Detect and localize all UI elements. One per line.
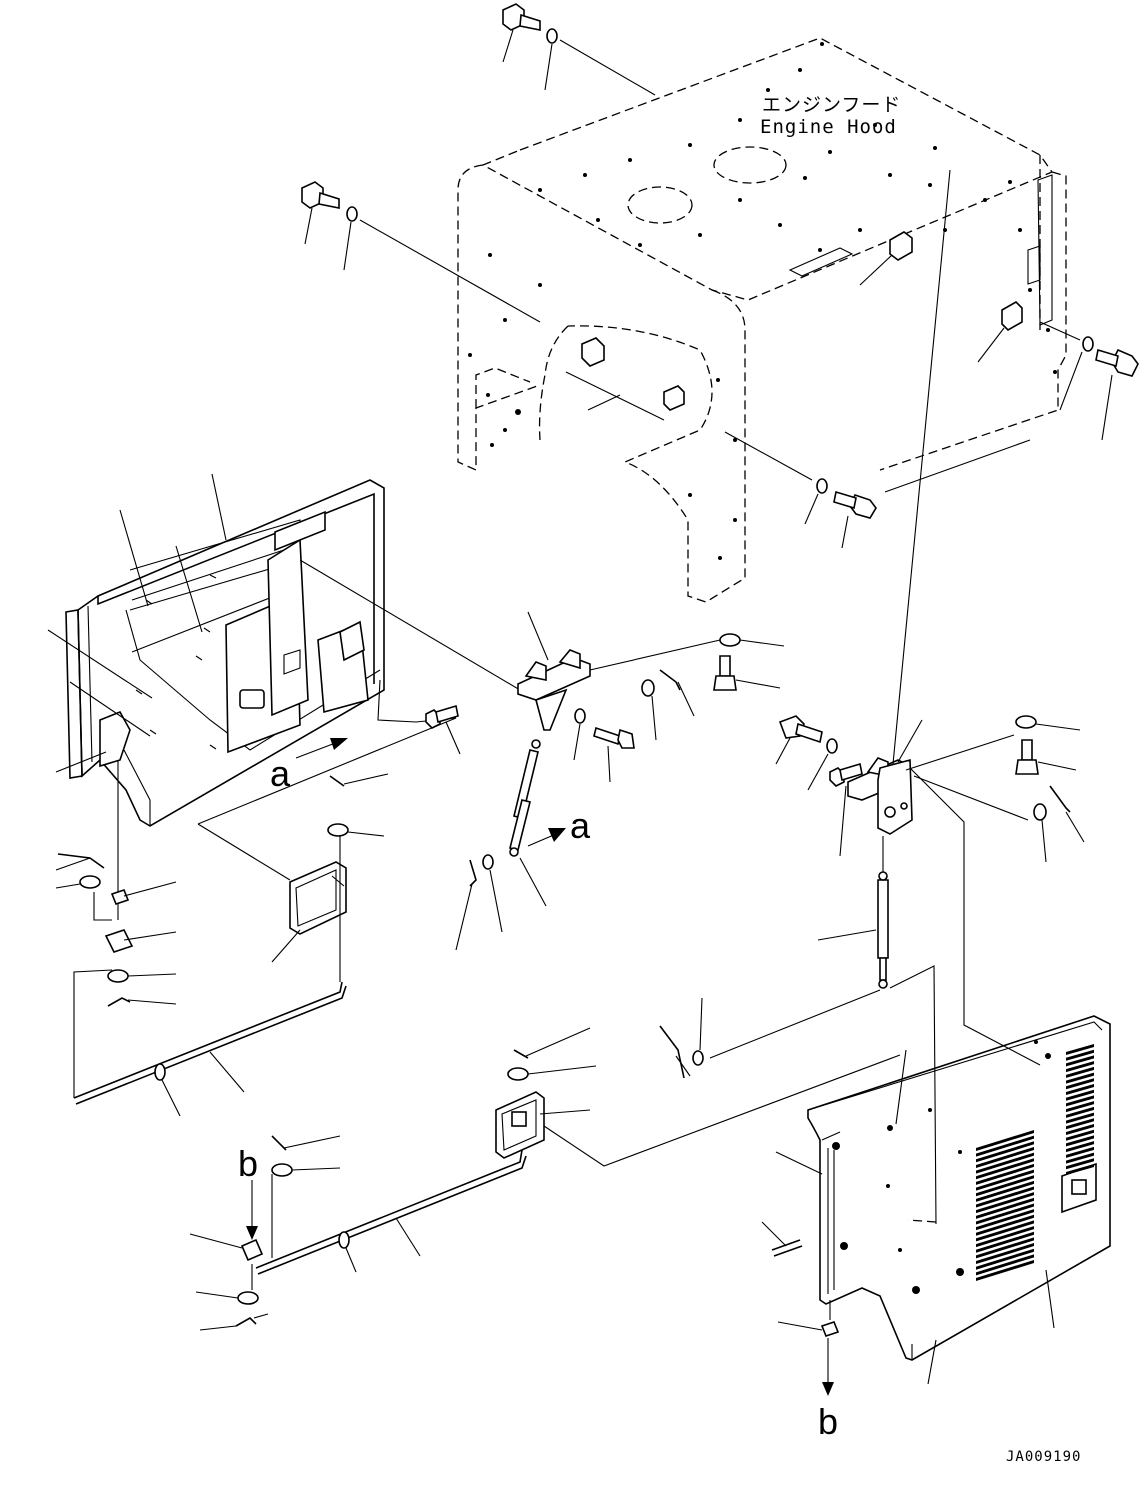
callout-a-label: a [570,805,591,846]
vent-grille [976,1130,1034,1281]
drawing-id: JA009190 [1006,1449,1082,1465]
engine-hood-outline [457,37,1067,603]
hinge [517,611,721,731]
engine-hood-title-jp: エンジンフード [762,94,902,116]
latch-assembly-right [189,1027,901,1331]
engine-hood-title-en: Engine Hood [760,116,897,138]
latch-assembly [55,717,457,1117]
left-side-door [47,473,521,827]
pin [425,704,863,857]
hinge-right [847,169,1041,1066]
callout-b-label: b [238,1143,259,1184]
bolt [301,3,1139,549]
cotter-pin [329,669,1085,951]
gas-spring-right [709,836,937,1225]
washer [482,633,1081,933]
callout-b-label: b [818,1401,839,1442]
callout-a-label: a [270,753,291,794]
rubber-stopper [565,231,1023,421]
right-side-door [761,1015,1111,1396]
bolt [593,655,1077,783]
cotter-pin [659,997,704,1079]
gas-spring [509,739,566,907]
vent-grille [1066,1044,1094,1175]
